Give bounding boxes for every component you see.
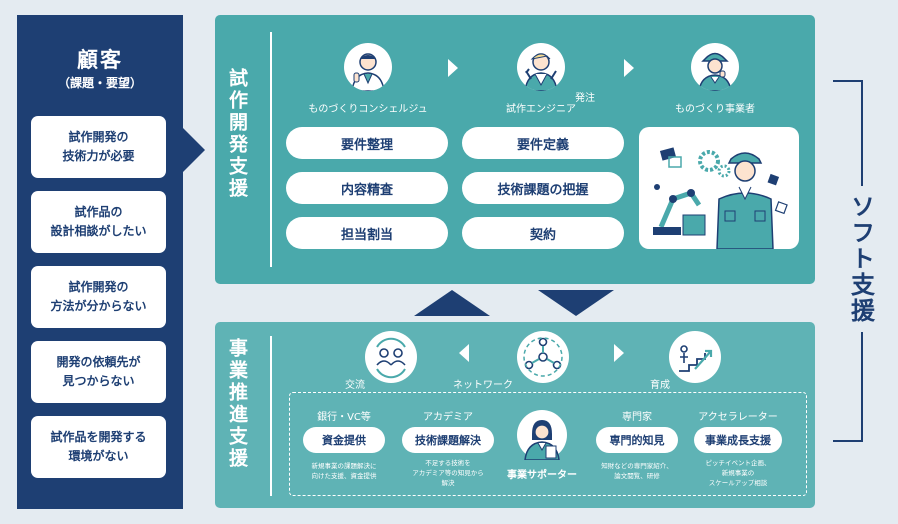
customer-need: 試作開発の 技術力が必要 [31, 116, 166, 178]
concierge-avatar-icon [344, 43, 392, 91]
partner-org-label: アクセラレーター [698, 412, 778, 423]
customer-title: 顧客 [77, 48, 123, 72]
partner-description: 不足する技術を アカデミア等の知見から 解決 [412, 459, 484, 488]
trial-support-title: 試作開発支援 [226, 68, 248, 200]
factory-illustration [639, 127, 799, 250]
task-pill: 内容精査 [286, 172, 448, 204]
customer-arrow [183, 128, 205, 172]
partner-network-box [289, 392, 807, 496]
arrow-down-icon [538, 290, 614, 316]
customer-need: 試作品を開発する 環境がない [31, 416, 166, 478]
engineer-avatar-icon [517, 43, 565, 91]
network-icon [517, 331, 569, 383]
icon-label: 交流 [345, 380, 365, 391]
customer-need: 試作品の 設計相談がしたい [31, 191, 166, 253]
partner-org-label: 銀行・VC等 [317, 412, 371, 423]
exchange-icon [365, 331, 417, 383]
role-label: ものづくりコンシェルジュ [308, 104, 428, 115]
partner-org-label: アカデミア [423, 412, 473, 423]
arrow-right-icon [614, 344, 624, 362]
customer-need: 試作開発の 方法が分からない [31, 266, 166, 328]
icon-label: ネットワーク [453, 380, 513, 391]
partner-service-pill: 資金提供 [303, 427, 385, 453]
role-label: ものづくり事業者 [675, 104, 755, 115]
arrow-right-icon [448, 59, 458, 77]
arrow-right-icon [624, 59, 634, 77]
partner-org-label: 専門家 [622, 412, 652, 423]
order-label: 発注 [575, 93, 595, 104]
customer-need: 開発の依頼先が 見つからない [31, 341, 166, 403]
arrow-up-icon [414, 290, 490, 316]
growth-icon [669, 331, 721, 383]
partner-description: 知財などの専門家紹介、 論文閲覧、研修 [601, 462, 673, 481]
partner-description: 新規事業の課題解決に 向けた支援、資金提供 [311, 462, 377, 481]
divider [270, 336, 272, 496]
task-pill: 要件整理 [286, 127, 448, 159]
task-pill: 技術課題の把握 [462, 172, 624, 204]
soft-support-label: ソフト支援 [841, 186, 881, 332]
task-pill: 担当割当 [286, 217, 448, 249]
manufacturer-avatar-icon [691, 43, 739, 91]
icon-label: 育成 [650, 380, 670, 391]
partner-service-pill: 専門的知見 [596, 427, 678, 453]
supporter-avatar-icon [517, 410, 567, 461]
role-label: 試作エンジニア [506, 104, 576, 115]
partner-service-pill: 技術課題解決 [402, 427, 494, 453]
business-support-title: 事業推進支援 [226, 338, 248, 470]
partner-description: ピッチイベント企画、 新規事業の スケールアップ相談 [705, 459, 771, 488]
arrow-left-icon [459, 344, 469, 362]
divider [270, 32, 272, 267]
supporter-label: 事業サポーター [507, 470, 577, 481]
task-pill: 契約 [462, 217, 624, 249]
customer-subtitle: （課題・要望） [57, 76, 142, 90]
partner-service-pill: 事業成長支援 [694, 427, 782, 453]
task-pill: 要件定義 [462, 127, 624, 159]
